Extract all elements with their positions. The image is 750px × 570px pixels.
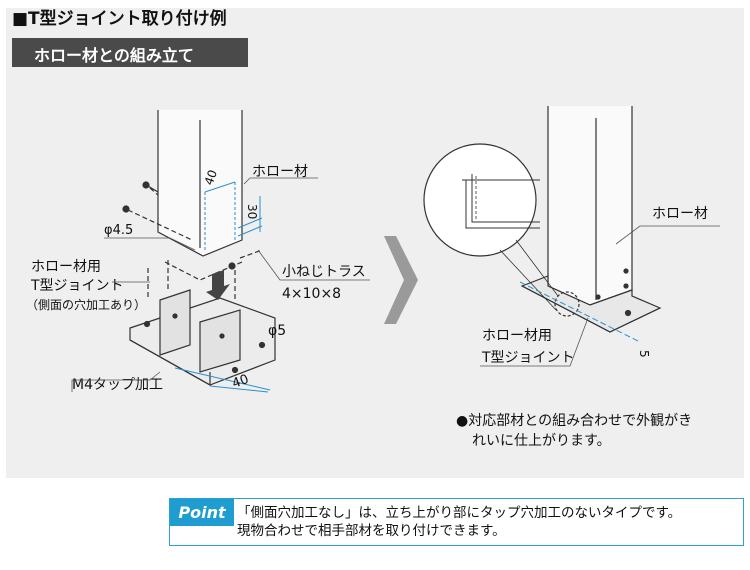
- point-line-1: 「側面穴加工なし」は、立ち上がり部にタップ穴加工のないタイプです。: [237, 505, 682, 521]
- plate-hole-2: [231, 366, 239, 374]
- screw-head-b: [122, 205, 130, 213]
- point-line-2: 現物合わせで相手部材を取り付けできます。: [237, 523, 506, 539]
- section-banner-text: ホロー材との組み立て: [34, 46, 194, 65]
- left-labels: 40 30 φ4.5 ホロー材 ホロー材用 T型ジョイント （側面の穴加工あり）…: [26, 164, 366, 393]
- hollow-label-right: ホロー材: [652, 206, 708, 222]
- axis-label-5: 5: [637, 350, 651, 358]
- section-banner: ホロー材との組み立て: [12, 38, 248, 67]
- plate-hole-1: [143, 320, 151, 328]
- dim-40-top: 40: [202, 168, 220, 187]
- dim-30: 30: [245, 204, 259, 219]
- right-hollow-tube: [547, 106, 633, 306]
- point-badge: Point: [170, 499, 234, 526]
- hollow-label-left: ホロー材: [252, 164, 308, 180]
- right-plate-hole-1: [624, 309, 632, 317]
- note-line-2: れいに仕上がります。: [472, 433, 611, 449]
- feature-note: ●対応部材との組み合わせで外観がき れいに仕上がります。: [456, 411, 736, 451]
- screw-head-c: [228, 262, 236, 270]
- right-labels: ホロー材 ホロー材用 T型ジョイント 5: [481, 206, 708, 366]
- page-title: ■T型ジョイント取り付け例: [12, 9, 227, 29]
- right-axis-line: [519, 281, 641, 343]
- right-leaders: [480, 225, 720, 367]
- point-text: 「側面穴加工なし」は、立ち上がり部にタップ穴加工のないタイプです。 現物合わせで…: [237, 504, 737, 540]
- left-insert-guides: [147, 260, 236, 300]
- point-box: Point 「側面穴加工なし」は、立ち上がり部にタップ穴加工のないタイプです。 …: [169, 498, 744, 546]
- joint-label-left-1: ホロー材用: [31, 259, 101, 275]
- joint-label-right-1: ホロー材用: [482, 328, 552, 344]
- left-assembly: [122, 110, 276, 387]
- left-leaders: [71, 177, 370, 392]
- joint-label-left-3: （側面の穴加工あり）: [26, 297, 146, 312]
- hole-diameter-label: φ4.5: [104, 223, 133, 238]
- dim-40-bottom: 40: [230, 372, 251, 392]
- screw-head-a: [142, 181, 150, 189]
- screw-label-2: 4×10×8: [282, 286, 341, 302]
- plate-hole-3: [258, 341, 266, 349]
- note-line-1: ●対応部材との組み合わせで外観がき: [456, 413, 693, 429]
- screw-label-1: 小ねじトラス: [282, 264, 366, 280]
- left-screw-a: [147, 185, 159, 193]
- joint-label-right-2: T型ジョイント: [481, 350, 575, 366]
- zoom-source-circle: [554, 291, 580, 317]
- diameter-5-label: φ5: [268, 323, 286, 339]
- zoom-detail-circle: [423, 143, 537, 257]
- left-upright-2: [199, 309, 241, 373]
- right-assembly: [423, 106, 662, 333]
- m4-tap-label: M4タップ加工: [72, 377, 163, 393]
- left-dimensions: [174, 181, 271, 393]
- assembly-diagram: 40 30 φ4.5 ホロー材 ホロー材用 T型ジョイント （側面の穴加工あり）…: [26, 106, 720, 393]
- joint-label-left-2: T型ジョイント: [30, 278, 124, 294]
- transition-arrow: [384, 236, 418, 324]
- left-upright-1: [159, 289, 191, 356]
- left-insert-arrow: [206, 270, 230, 300]
